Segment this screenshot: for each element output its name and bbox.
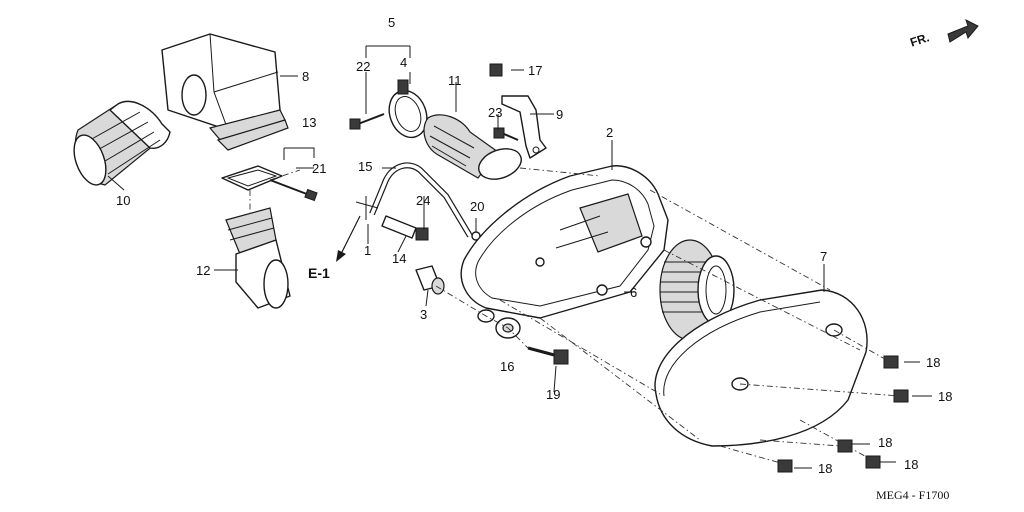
drain-pipe-part-14: [381, 215, 417, 239]
callout-10: 10: [116, 193, 131, 208]
callout-8: 8: [302, 69, 310, 84]
filter-element-part-6: [659, 239, 735, 341]
callout-11: 11: [448, 73, 462, 88]
seal-frame-part-13: [221, 165, 283, 191]
grommet-part-3: [415, 265, 445, 295]
screw-part-18: [777, 355, 909, 473]
bolt-part-23: [493, 127, 519, 141]
callout-16: 16: [500, 359, 515, 374]
callout-2: 2: [606, 125, 614, 140]
nut-part-24: [415, 227, 429, 241]
bolt-part-19: [527, 346, 569, 365]
callout-19: 19: [546, 387, 561, 402]
callout-13: 13: [302, 115, 317, 130]
screw-part-21: [269, 179, 318, 202]
reference-arrow-icon: [336, 215, 361, 262]
intake-duct-part-10: [73, 100, 171, 186]
hose-part-15: [369, 162, 473, 238]
callout-18-e: 18: [818, 461, 833, 476]
callout-18-c: 18: [878, 435, 893, 450]
figure-code: MEG4 - F1700: [876, 488, 950, 502]
leader-lines: [107, 45, 932, 469]
reference-e1: E-1: [308, 265, 330, 281]
callout-12: 12: [196, 263, 211, 278]
callout-14: 14: [392, 251, 407, 266]
clip-part-1: [355, 196, 379, 220]
callout-3: 3: [420, 307, 428, 322]
nut-part-17: [489, 63, 503, 77]
callout-1: 1: [364, 243, 372, 258]
callout-23: 23: [488, 105, 503, 120]
callout-9: 9: [556, 107, 564, 122]
washer-part-16: [477, 309, 521, 339]
callout-20: 20: [470, 199, 485, 214]
screw-part-22: [349, 113, 385, 130]
callout-15: 15: [358, 159, 373, 174]
air-cover-part-8: [161, 33, 289, 151]
callout-4: 4: [400, 55, 408, 70]
air-cleaner-case-part-2: [460, 165, 669, 319]
callout-18-b: 18: [938, 389, 953, 404]
connecting-tube-part-12: [225, 207, 291, 309]
callout-5: 5: [388, 15, 396, 30]
callout-22: 22: [356, 59, 371, 74]
callout-7: 7: [820, 249, 828, 264]
callout-6: 6: [630, 285, 638, 300]
callout-17: 17: [528, 63, 543, 78]
callout-24: 24: [416, 193, 431, 208]
callout-21: 21: [312, 161, 327, 176]
front-arrow-icon: [947, 19, 979, 43]
cleaner-cover-part-7: [654, 289, 868, 447]
callout-18-d: 18: [904, 457, 919, 472]
assembly-lines: [249, 167, 901, 465]
joint-tube-part-11: [423, 114, 522, 180]
clamp-part-4: [388, 79, 428, 139]
callout-18-a: 18: [926, 355, 941, 370]
bracket-part-9: [501, 95, 547, 159]
